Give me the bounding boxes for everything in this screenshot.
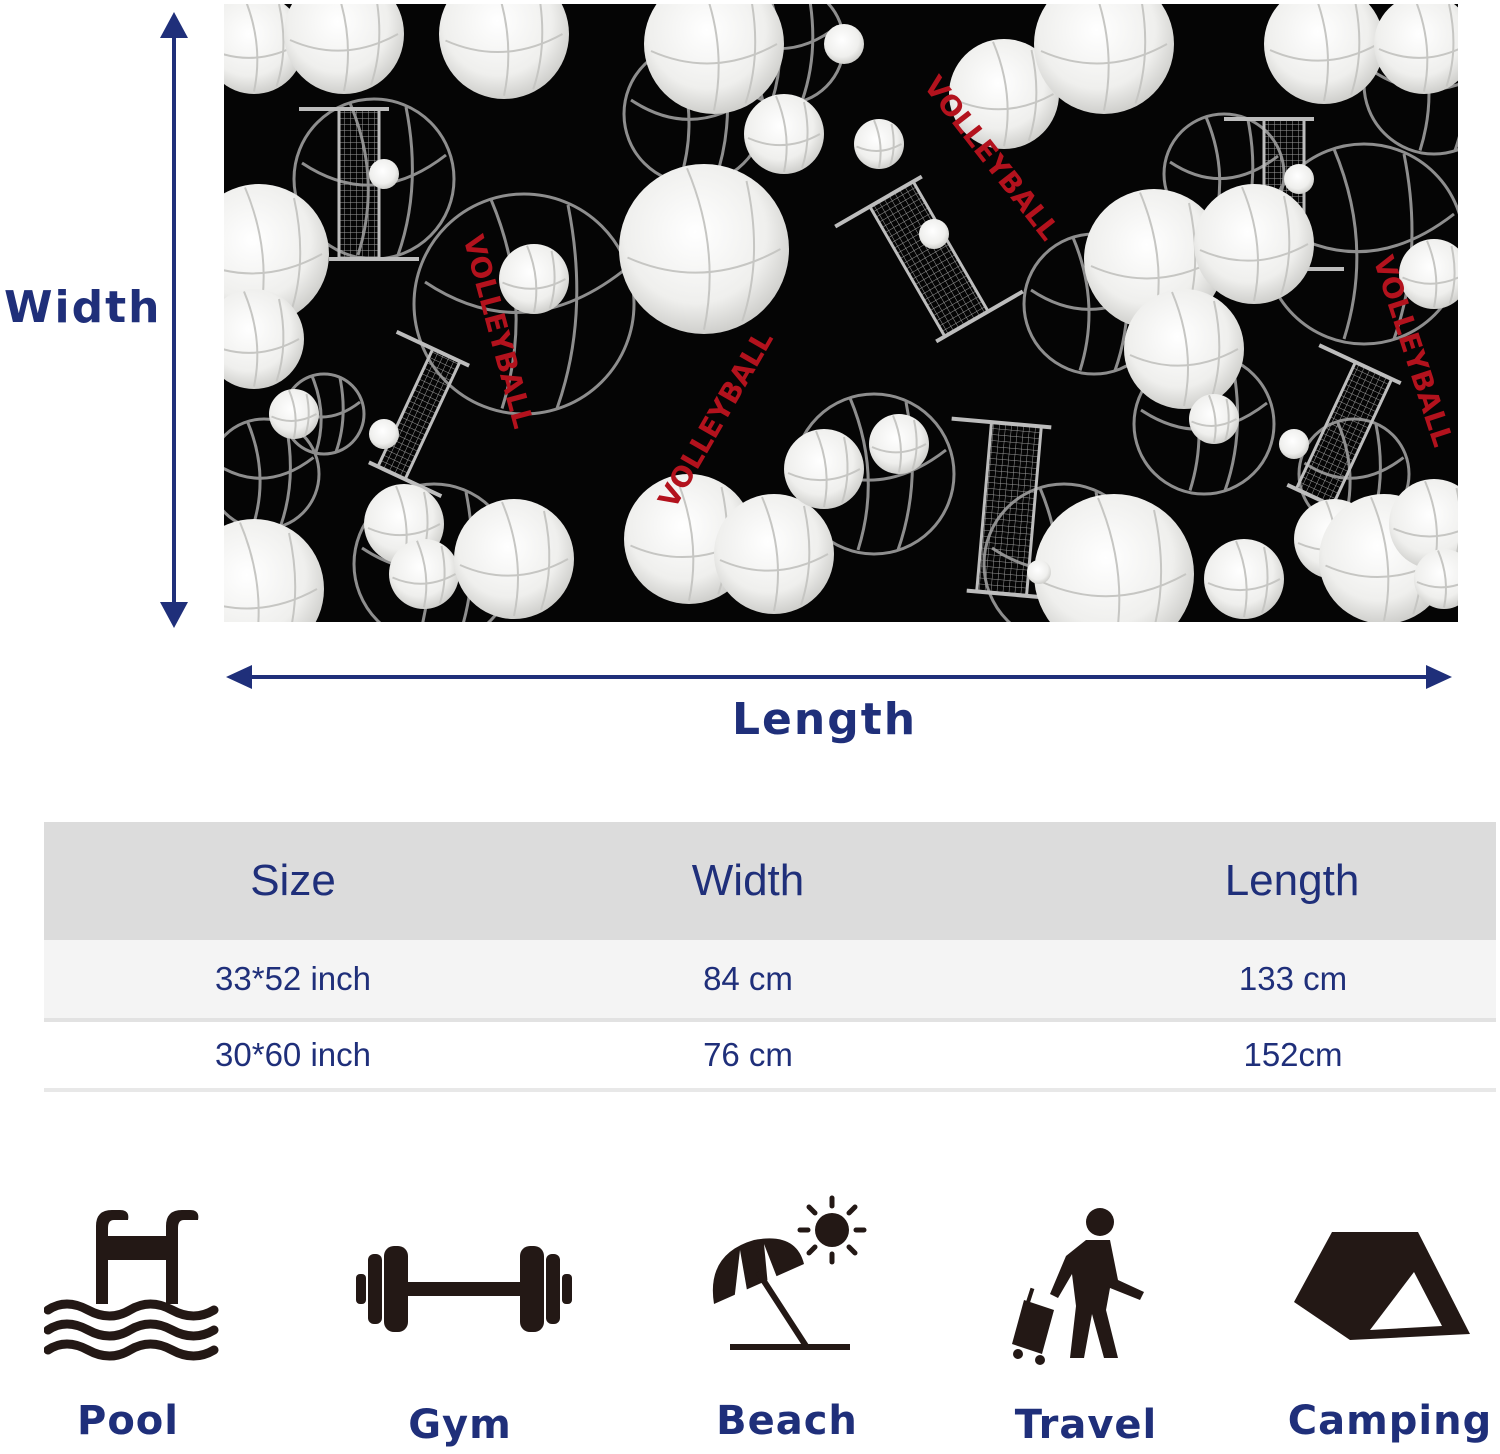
use-label-gym: Gym [408,1402,512,1448]
white-ball [269,389,319,439]
white-ball [869,414,929,474]
width-arrow [160,12,188,628]
white-ball [369,159,399,189]
volleyball-net [299,107,419,261]
white-ball [919,219,949,249]
white-ball [1189,394,1239,444]
white-ball [1034,494,1194,622]
white-ball [854,119,904,169]
outline-ball [412,192,636,416]
dumbbell-icon [356,1246,572,1332]
row2-width: 76 cm [703,1036,793,1073]
white-ball [499,244,569,314]
white-ball [1194,184,1314,304]
header-length: Length [1224,856,1360,905]
white-volleyballs [224,4,1458,622]
volleyball-net [368,330,470,498]
white-ball [1374,4,1458,94]
row2-length: 152cm [1243,1036,1343,1073]
table-header-row: Size Width Length [44,822,1496,940]
row1-length: 133 cm [1238,960,1348,997]
row1-size: 33*52 inch [215,960,371,997]
table-row: 33*52 inch 84 cm 133 cm [44,940,1496,1022]
length-arrow [226,665,1452,689]
white-ball [224,519,324,622]
white-ball [1414,549,1458,609]
header-width: Width [691,856,805,905]
white-ball [224,289,304,389]
white-ball [619,164,789,334]
white-ball [1124,289,1244,409]
white-ball [1204,539,1284,619]
white-ball [824,24,864,64]
header-size: Size [250,856,336,905]
use-label-pool: Pool [77,1398,179,1444]
white-ball [644,4,784,114]
use-label-camping: Camping [1287,1398,1493,1444]
white-ball [784,429,864,509]
white-ball [949,39,1059,149]
white-ball [1027,560,1051,584]
white-ball [714,494,834,614]
white-ball [224,184,329,324]
row2-size: 30*60 inch [215,1036,371,1073]
white-ball [1034,4,1174,114]
white-ball [369,419,399,449]
beach-umbrella-icon [712,1195,867,1350]
row1-width: 84 cm [703,960,793,997]
use-label-travel: Travel [1014,1402,1158,1448]
white-ball [1279,429,1309,459]
width-label: Width [4,282,162,333]
volleyball-net [834,174,1024,344]
white-ball [1399,239,1458,309]
white-ball [1284,164,1314,194]
traveler-luggage-icon [1012,1208,1144,1365]
white-ball [284,4,404,94]
white-ball [454,499,574,619]
table-row: 30*60 inch 76 cm 152cm [44,1022,1496,1092]
white-ball [389,539,459,609]
white-ball [439,4,569,99]
tent-icon [1294,1232,1470,1340]
length-label: Length [732,694,918,745]
white-ball [744,94,824,174]
size-table: Size Width Length 33*52 inch 84 cm 133 c… [44,822,1496,1092]
use-label-beach: Beach [716,1398,858,1444]
pool-ladder-icon [44,1210,219,1361]
white-ball [1264,4,1384,104]
